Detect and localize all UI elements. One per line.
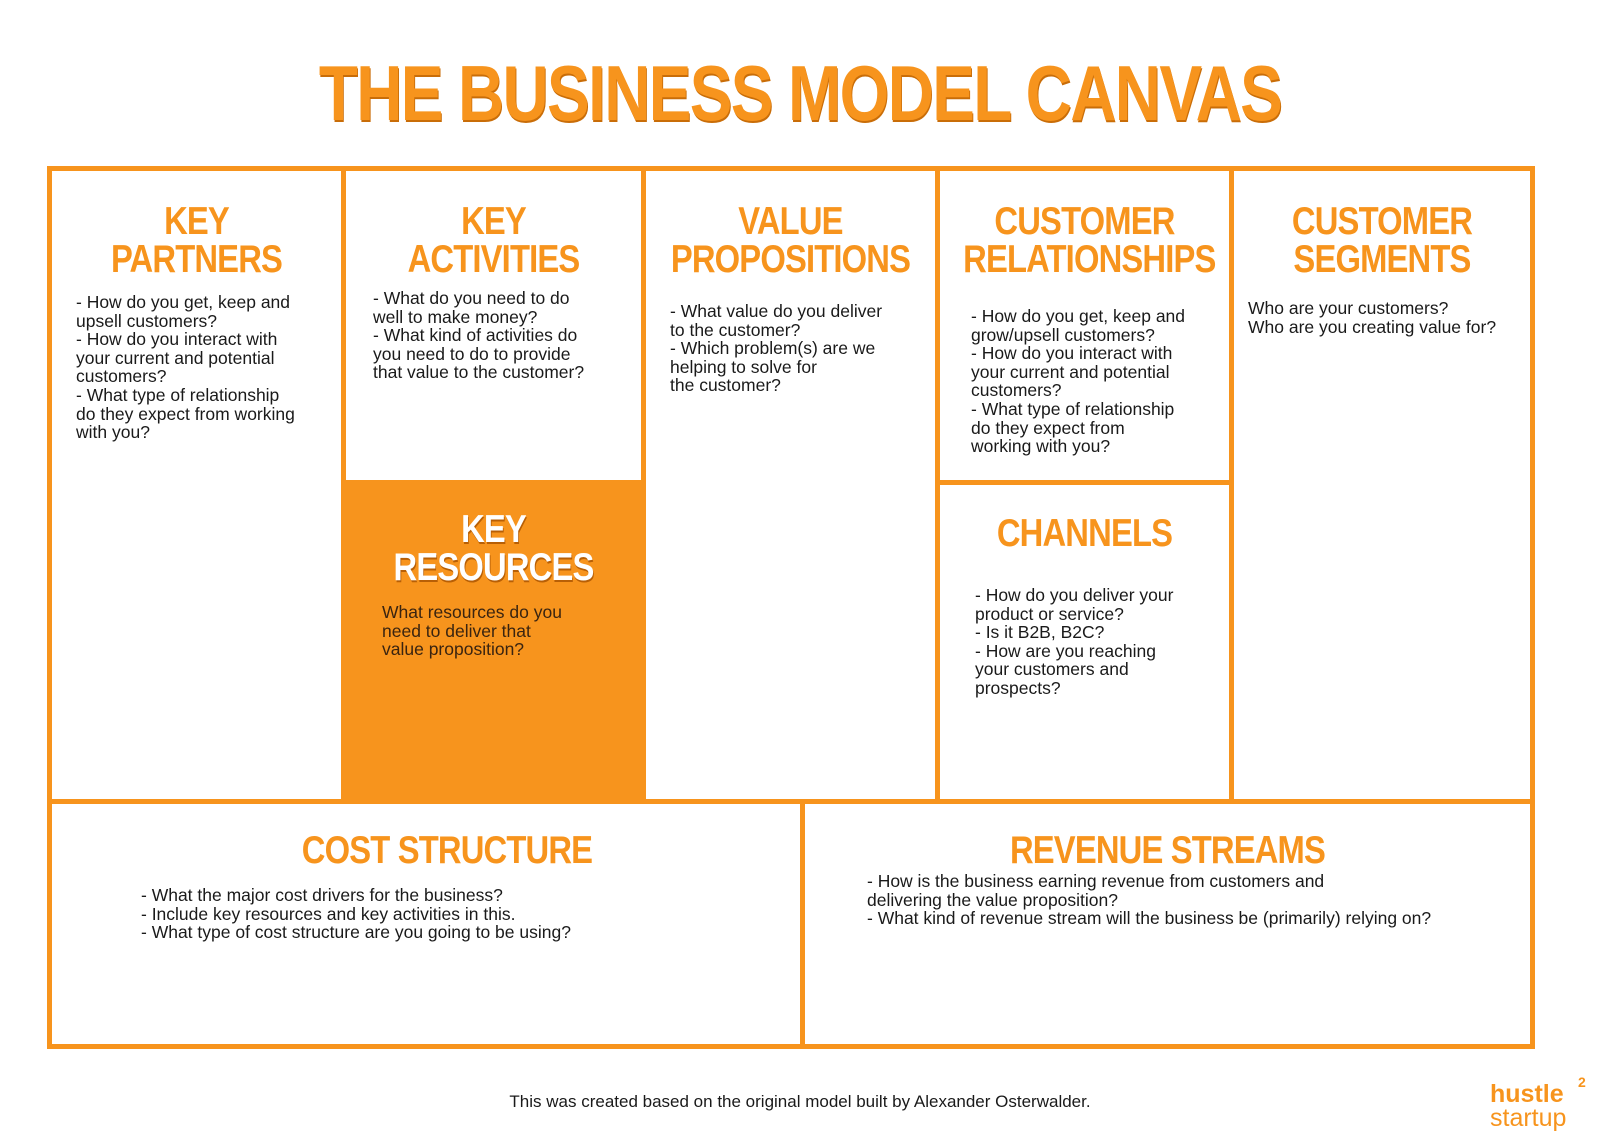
cost-structure-heading: COST STRUCTURE [115,829,779,872]
text-line: do they expect from [971,417,1125,438]
text-line: - How are you reaching [975,640,1156,661]
text-line: - What type of relationship [76,384,280,405]
text-line: - How do you interact with [76,329,278,350]
text-line: - Is it B2B, B2C? [975,622,1105,643]
hustle-startup-logo: hustle startup 2 [1490,1074,1586,1132]
heading-line: REVENUE STREAMS [1009,829,1326,872]
revenue-streams-text: - How is the business earning revenue fr… [867,872,1431,928]
text-line: need to deliver that [382,620,531,641]
heading-line: CUSTOMER [994,200,1175,243]
text-line: - How do you interact with [971,343,1173,364]
logo-superscript: 2 [1578,1074,1586,1090]
heading-line: CUSTOMER [1291,200,1473,243]
text-line: - What value do you deliver [670,301,883,321]
heading-line: SEGMENTS [1293,238,1471,281]
revenue-streams-heading: REVENUE STREAMS [863,829,1472,872]
heading-line: VALUE [738,200,843,243]
key-partners-text: - How do you get, keep and upsell custom… [76,293,295,442]
logo-line-2: startup [1490,1104,1567,1132]
value-propositions-text: - What value do you deliver to the custo… [670,302,882,395]
key-resources-block: KEY RESOURCES What resources do you need… [341,480,646,804]
customer-relationships-block: CUSTOMER RELATIONSHIPS - How do you get,… [935,166,1234,485]
page-title: THE BUSINESS MODEL CANVAS [318,49,1283,137]
text-line: working with you? [971,436,1111,457]
key-resources-text: What resources do you need to deliver th… [382,603,562,659]
text-line: your current and potential [971,361,1170,382]
text-line: - How do you get, keep and [76,292,291,312]
customer-relationships-heading: CUSTOMER RELATIONSHIPS [963,200,1216,281]
text-line: prospects? [975,677,1061,698]
text-line: - How is the business earning revenue fr… [867,871,1325,891]
value-propositions-heading: VALUE PROPOSITIONS [669,200,912,281]
text-line: you need to do to provide [373,343,571,364]
text-line: - What kind of revenue stream will the b… [867,908,1432,929]
text-line: helping to solve for [670,356,817,377]
revenue-streams-block: REVENUE STREAMS - How is the business ea… [800,799,1535,1049]
text-line: - What kind of activities do [373,325,578,346]
text-line: with you? [76,422,150,443]
heading-line: ACTIVITIES [407,238,581,281]
customer-relationships-text: - How do you get, keep and grow/upsell c… [971,307,1185,456]
key-activities-block: KEY ACTIVITIES - What do you need to do … [341,166,646,485]
key-resources-heading: KEY RESOURCES [370,508,618,589]
channels-text: - How do you deliver your product or ser… [975,586,1173,698]
heading-line: KEY [461,200,527,243]
key-partners-heading: KEY PARTNERS [75,200,318,281]
heading-line: PARTNERS [110,238,283,281]
text-line: - What do you need to do [373,288,570,308]
heading-line: KEY [164,200,230,243]
key-activities-heading: KEY ACTIVITIES [370,200,618,281]
text-line: to the customer? [670,319,801,340]
text-line: upsell customers? [76,310,218,331]
text-line: your customers and [975,659,1129,680]
text-line: well to make money? [373,306,538,327]
logo-line-1: hustle [1490,1080,1564,1108]
text-line: that value to the customer? [373,362,585,383]
heading-line: KEY [461,508,527,551]
text-line: Who are your customers? [1248,298,1449,318]
key-activities-text: - What do you need to do well to make mo… [373,289,584,382]
text-line: delivering the value proposition? [867,889,1118,910]
customer-segments-text: Who are your customers? Who are you crea… [1248,299,1496,336]
heading-line: CHANNELS [996,512,1173,555]
channels-heading: CHANNELS [963,512,1206,555]
channels-block: CHANNELS - How do you deliver your produ… [935,480,1234,804]
text-line: value proposition? [382,639,525,660]
customer-segments-heading: CUSTOMER SEGMENTS [1258,200,1507,281]
cost-structure-text: - What the major cost drivers for the bu… [141,886,571,942]
heading-line: RESOURCES [393,546,595,589]
text-line: What resources do you [382,602,562,622]
text-line: - Which problem(s) are we [670,338,876,359]
text-line: - How do you deliver your [975,585,1174,605]
cost-structure-block: COST STRUCTURE - What the major cost dri… [47,799,805,1049]
heading-line: PROPOSITIONS [670,238,911,281]
heading-line: COST STRUCTURE [301,829,593,872]
text-line: customers? [971,380,1062,401]
text-line: your current and potential [76,347,275,368]
text-line: - What type of cost structure are you go… [141,922,571,943]
text-line: grow/upsell customers? [971,324,1155,345]
customer-segments-block: CUSTOMER SEGMENTS Who are your customers… [1229,166,1535,804]
text-line: - Include key resources and key activiti… [141,903,516,924]
text-line: the customer? [670,375,781,396]
text-line: customers? [76,366,167,387]
key-partners-block: KEY PARTNERS - How do you get, keep and … [47,166,346,804]
text-line: - What type of relationship [971,398,1175,419]
text-line: Who are you creating value for? [1248,316,1497,337]
heading-line: RELATIONSHIPS [963,238,1216,281]
text-line: - What the major cost drivers for the bu… [141,885,503,905]
text-line: product or service? [975,603,1124,624]
text-line: - How do you get, keep and [971,306,1186,326]
text-line: do they expect from working [76,403,295,424]
value-propositions-block: VALUE PROPOSITIONS - What value do you d… [641,166,940,804]
footer-credit: This was created based on the original m… [509,1092,1091,1111]
